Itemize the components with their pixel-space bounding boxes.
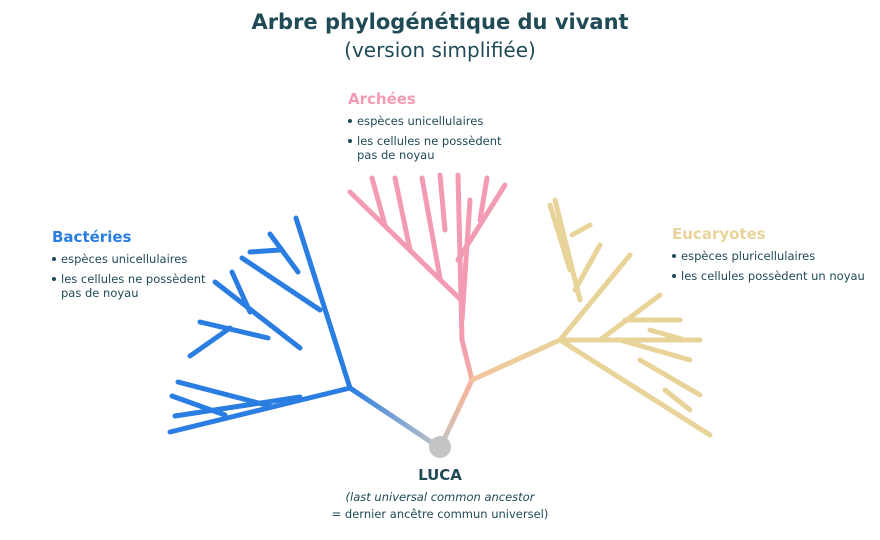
bacteria-name: Bactéries — [52, 228, 132, 246]
eukaryote-name: Eucaryotes — [672, 225, 766, 243]
diagram-subtitle: (version simplifiée) — [344, 38, 536, 62]
bacteria-branches — [167, 215, 353, 435]
eukaryote-branches — [547, 197, 713, 438]
diagram-title: Arbre phylogénétique du vivant — [251, 10, 629, 34]
eukaryote-item: les cellules possèdent un noyau — [672, 269, 877, 283]
archaea-item: espèces unicellulaires — [348, 114, 538, 128]
archaea-name: Archées — [348, 90, 416, 108]
bacteria-item: les cellules ne possèdent pas de noyau — [52, 272, 211, 300]
eukaryote-item: espèces pluricellulaires — [672, 249, 877, 263]
tree-trunk — [347, 337, 563, 451]
archaea-branches — [347, 172, 508, 343]
eukaryote-group: Eucaryotes espèces pluricellulaires les … — [672, 225, 877, 289]
luca-description-line2: = dernier ancêtre commun universel) — [331, 507, 549, 521]
archaea-group: Archées espèces unicellulaires les cellu… — [348, 90, 538, 168]
bacteria-group: Bactéries espèces unicellulaires les cel… — [52, 228, 242, 306]
luca-node — [429, 436, 451, 458]
luca-description-line1: (last universal common ancestor — [345, 490, 535, 504]
bacteria-item: espèces unicellulaires — [52, 252, 242, 266]
luca-label: LUCA — [418, 466, 462, 484]
archaea-item: les cellules ne possèdent pas de noyau — [348, 134, 507, 162]
